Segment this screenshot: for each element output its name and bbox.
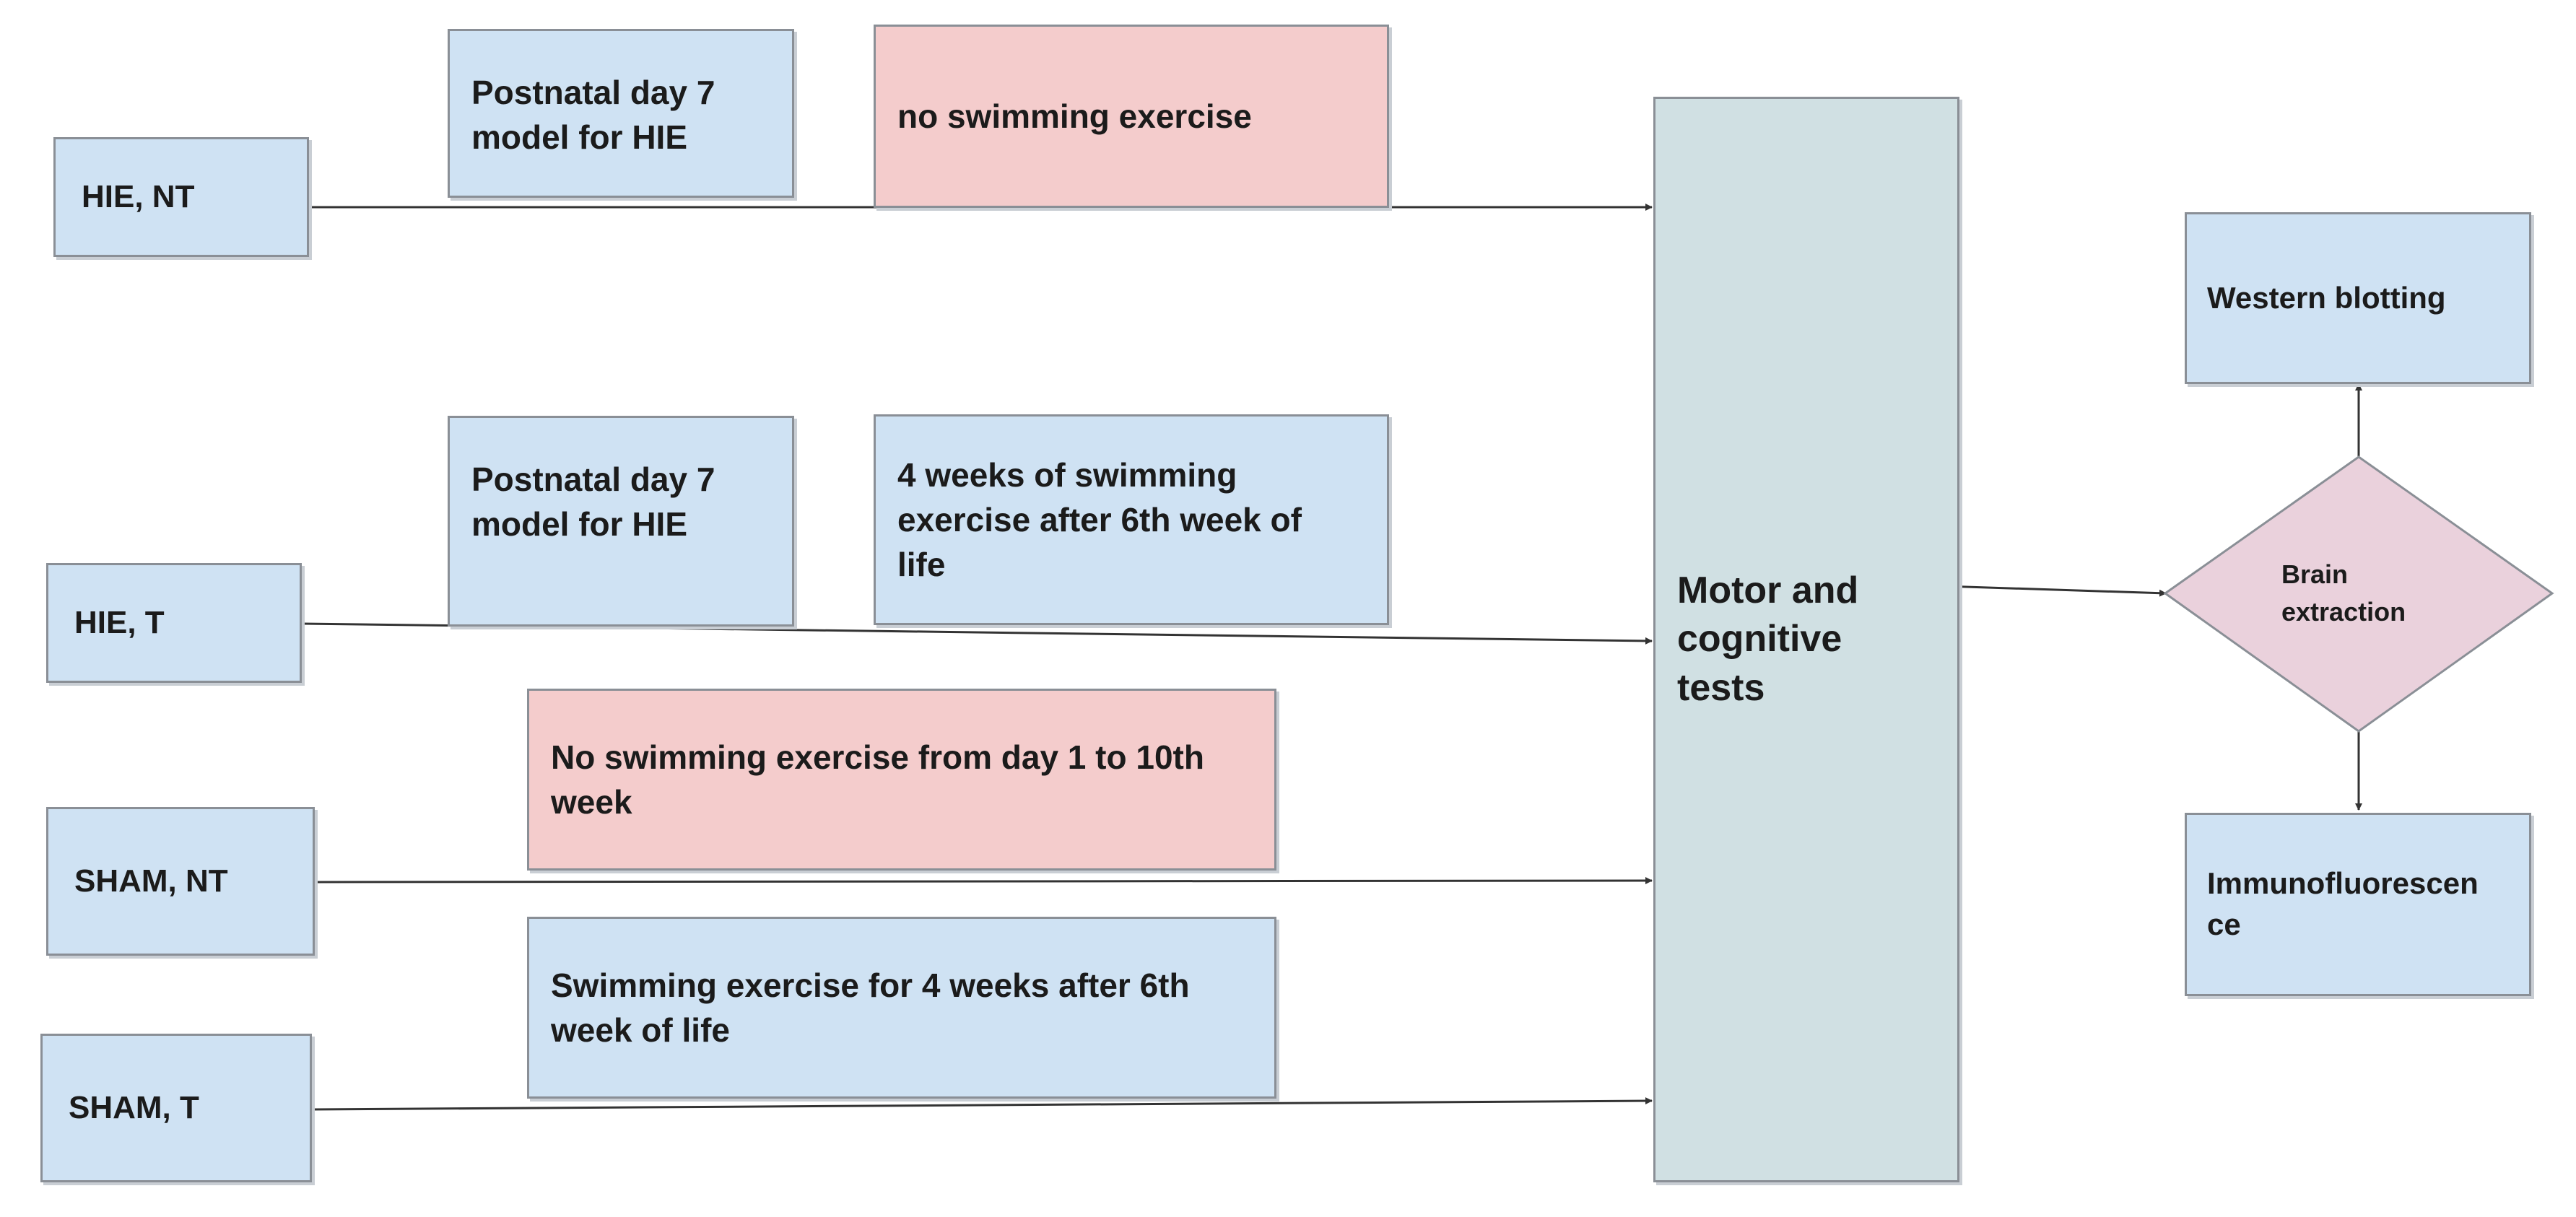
group-sham-t: SHAM, T [40, 1034, 312, 1182]
brain-extraction-label: Brain extraction [2281, 559, 2406, 627]
step-hie-t-exercise: 4 weeks of swimming exercise after 6th w… [874, 414, 1389, 625]
step-hie-nt-exercise: no swimming exercise [874, 25, 1389, 208]
arrow-sham-t-to-tests [311, 1097, 1653, 1111]
western-blotting-box: Western blotting [2185, 212, 2531, 384]
step-hie-nt-model: Postnatal day 7 model for HIE [448, 29, 794, 198]
motor-cognitive-tests-box: Motor and cognitive tests [1653, 97, 1959, 1182]
arrow-hie-t-to-tests [301, 622, 1653, 645]
step-hie-t-model: Postnatal day 7 model for HIE [448, 416, 794, 627]
step-sham-t-exercise: Swimming exercise for 4 weeks after 6th … [527, 917, 1276, 1099]
step-sham-nt-exercise: No swimming exercise from day 1 to 10th … [527, 689, 1276, 871]
arrow-tests-to-brain-extraction [1943, 585, 2167, 597]
group-hie-t: HIE, T [46, 563, 302, 683]
group-sham-nt: SHAM, NT [46, 807, 315, 956]
group-hie-nt: HIE, NT [53, 137, 309, 257]
immunofluorescence-box: Immunofluorescen ce [2185, 813, 2531, 996]
arrow-sham-nt-to-tests [314, 877, 1653, 885]
brain-extraction-diamond [2163, 455, 2554, 733]
